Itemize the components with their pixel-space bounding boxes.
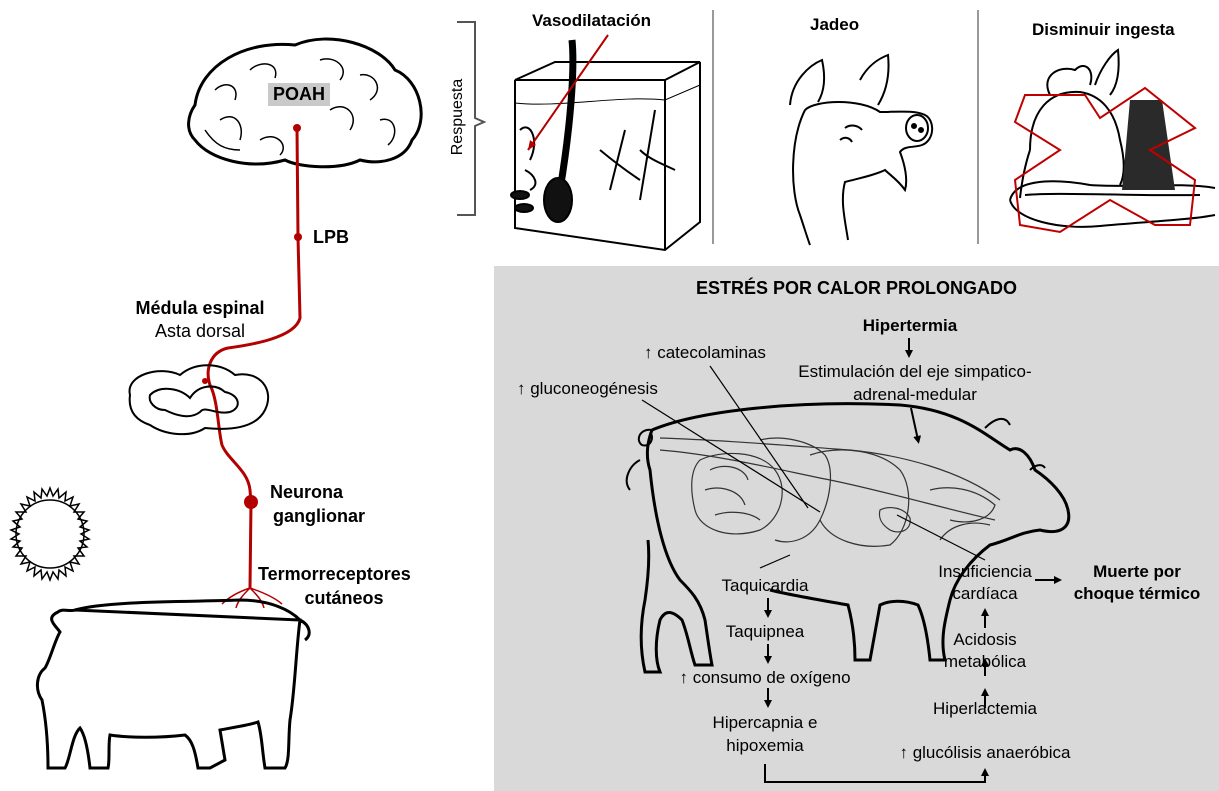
acidosis-line2: metabólica — [910, 652, 1060, 672]
poah-node — [293, 124, 301, 132]
gluconeogenesis-label: ↑ gluconeogénesis — [517, 379, 658, 399]
poah-label: POAH — [268, 83, 330, 106]
vasodilation-title: Vasodilatación — [532, 11, 651, 31]
spinal-subtitle: Asta dorsal — [110, 321, 290, 342]
spinal-cord-section — [130, 365, 269, 434]
panting-title: Jadeo — [810, 15, 859, 35]
lpb-label: LPB — [313, 227, 349, 248]
skin-block-drawing — [511, 40, 700, 250]
insuficiencia-line2: cardíaca — [910, 584, 1060, 604]
muerte-line1: Muerte por — [1062, 562, 1212, 582]
reduce-intake-title: Disminuir ingesta — [1032, 20, 1175, 40]
organs-drawing — [660, 438, 1000, 546]
thermo-label-line1: Termorreceptores — [258, 564, 411, 585]
thermo-label-line2: cutáneos — [258, 588, 430, 609]
response-side-label: Respuesta — [449, 77, 467, 157]
estimulacion-line1: Estimulación del eje simpatico- — [770, 362, 1060, 382]
lpb-node — [294, 233, 302, 241]
hipercapnia-line1: Hipercapnia e — [690, 713, 840, 733]
pig-silhouette — [37, 600, 309, 768]
panting-pig-drawing — [790, 55, 932, 245]
insuficiencia-line1: Insuficiencia — [910, 562, 1060, 582]
glucolisis-label: ↑ glucólisis anaeróbica — [890, 743, 1080, 763]
acidosis-line1: Acidosis — [910, 630, 1060, 650]
feed-block — [1122, 100, 1175, 190]
hipercapnia-line2: hipoxemia — [690, 736, 840, 756]
sun-icon — [11, 488, 89, 580]
hipertermia-label: Hipertermia — [830, 316, 990, 336]
stress-title: ESTRÉS POR CALOR PROLONGADO — [494, 278, 1219, 299]
neuron-label-line1: Neurona — [270, 482, 343, 503]
taquicardia-label: Taquicardia — [690, 576, 840, 596]
taquipnea-label: Taquipnea — [690, 622, 840, 642]
ganglion-node — [244, 495, 258, 509]
hiperlactemia-label: Hiperlactemia — [910, 699, 1060, 719]
catecolaminas-label: ↑ catecolaminas — [644, 343, 766, 363]
consumo-label: ↑ consumo de oxígeno — [660, 668, 870, 688]
estimulacion-line2: adrenal-medular — [770, 385, 1060, 405]
spinal-title: Médula espinal — [110, 298, 290, 319]
neuron-label-line2: ganglionar — [273, 506, 365, 527]
spinal-node — [202, 378, 208, 384]
muerte-line2: choque térmico — [1062, 584, 1212, 604]
